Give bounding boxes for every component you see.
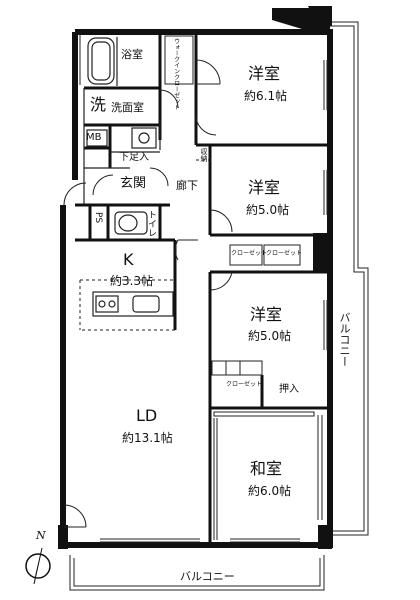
- closet-a-label: クローゼット: [231, 250, 268, 257]
- room-area-japanese: 約6.0帖: [248, 484, 292, 498]
- room-name-western-top: 洋室: [248, 64, 281, 83]
- corner-blocks: [58, 6, 332, 549]
- sliding-doors: [164, 35, 315, 540]
- wash-mark-label: 洗: [90, 95, 107, 114]
- hallway-label: 廊下: [176, 179, 198, 192]
- windows: [79, 34, 328, 543]
- shoebox-label: 下足入: [119, 152, 149, 163]
- room-area-western-mid: 約5.0帖: [246, 203, 290, 217]
- room-name-japanese: 和室: [250, 459, 283, 478]
- balcony-right-label: バルコニー: [338, 312, 351, 367]
- fixtures: [83, 37, 174, 317]
- room-name-western-mid: 洋室: [248, 178, 281, 197]
- mb-label: MB: [86, 132, 102, 143]
- room-name-kitchen: K: [123, 250, 134, 269]
- room-name-living: LD: [136, 406, 158, 425]
- dashed-lines: [79, 159, 210, 331]
- bath-label: 浴室: [121, 48, 143, 61]
- outer-walls: [60, 29, 333, 548]
- balcony-bottom-label: バルコニー: [180, 570, 235, 583]
- storage-label: 収納: [200, 148, 208, 162]
- interior-walls: [75, 32, 330, 545]
- oshiire-label: 押入: [279, 384, 299, 395]
- ps-label: PS: [93, 212, 103, 224]
- balcony-bottom-outline: [69, 555, 325, 591]
- room-area-western-top: 約6.1帖: [244, 89, 288, 103]
- genkan-label: 玄関: [120, 176, 147, 191]
- room-area-kitchen: 約3.3帖: [110, 274, 154, 288]
- room-area-western-low: 約5.0帖: [248, 329, 292, 343]
- north-mark-label: N: [36, 529, 46, 542]
- north-arrow: [25, 547, 51, 585]
- balcony-right-outline: [327, 21, 369, 536]
- closet-b-label: クローゼット: [266, 250, 303, 257]
- room-area-living: 約13.1帖: [122, 431, 173, 445]
- room-name-western-low: 洋室: [250, 305, 283, 324]
- door-swings: [63, 59, 233, 528]
- washroom-label: 洗面室: [111, 101, 144, 114]
- walkin-closet-label: ウォークインクローゼット: [172, 38, 180, 110]
- closet-c-label: クローゼット: [226, 381, 263, 388]
- toilet-label: トイレ: [146, 210, 156, 237]
